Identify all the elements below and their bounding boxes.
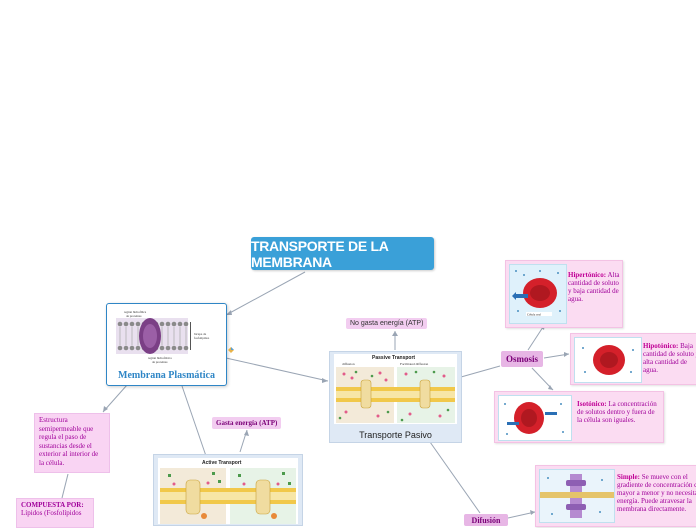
color-marker-icon [228,340,234,346]
root-topic[interactable]: TRANSPORTE DE LA MEMBRANA [251,237,434,270]
osmosis-label: Osmosis [506,354,538,364]
membrane-illustration: región hidrofílica de proteínas bicapa d… [114,308,222,364]
compuesta-text: Lípidos (Fosfolípidos [21,509,81,517]
difusion-node[interactable]: Difusión [464,514,508,526]
isotonic-cell-image [498,395,572,441]
transporte-pasivo-label: Transporte Pasivo [330,430,461,440]
transporte-activo-node[interactable]: Active Transport [153,454,303,526]
gasta-energia-tag[interactable]: Gasta energía (ATP) [212,417,281,429]
estructura-text: Estructura semipermeable que regula el p… [39,416,98,467]
passive-transport-illustration: Passive Transport diffusion Facilitated … [334,354,457,424]
gasta-energia-label: Gasta energía (ATP) [216,419,277,427]
isotonico-text-block: Isotónico: La concentración de solutos d… [577,400,661,424]
active-image-title: Active Transport [202,460,242,466]
active-transport-illustration: Active Transport [158,458,298,524]
root-title: TRANSPORTE DE LA MEMBRANA [251,238,434,270]
simple-node[interactable]: Simple: Se mueve con el gradiente de con… [535,465,696,527]
simple-term: Simple: [617,473,640,481]
hypertonic-cell-image: Célula real [509,264,567,324]
transporte-pasivo-node[interactable]: Passive Transport diffusion Facilitated … [329,351,462,443]
hipertonico-text-block: Hipertónico: Alta cantidad de soluto y b… [568,271,620,303]
difusion-label: Difusión [472,516,501,525]
hipertonico-node[interactable]: Célula real Hipertónico: Alta cantidad d… [505,260,623,328]
simple-text-block: Simple: Se mueve con el gradiente de con… [617,473,696,513]
compuesta-heading: COMPUESTA POR: [21,501,84,509]
membrana-label: Membrana Plasmática [107,370,226,381]
membrana-plasmatica-node[interactable]: región hidrofílica de proteínas bicapa d… [106,303,227,386]
membrane-caption-bottom2: de proteínas [152,360,168,364]
membrane-caption-side2: fosfolípidos [194,336,210,340]
passive-left-caption: diffusion [342,362,355,366]
no-gasta-energia-label: No gasta energía (ATP) [350,320,423,327]
osmosis-node[interactable]: Osmosis [501,351,543,367]
estructura-node[interactable]: Estructura semipermeable que regula el p… [34,413,110,473]
no-gasta-energia-tag[interactable]: No gasta energía (ATP) [346,318,427,329]
simple-diffusion-image [539,469,615,523]
passive-right-caption: Facilitated diffusion [400,362,428,366]
hypotonic-cell-image [574,337,642,383]
hipotonico-text-block: Hipotónico: Baja cantidad de soluto y al… [643,342,696,374]
isotonico-term: Isotónico: [577,400,607,408]
hipotonico-term: Hipotónico: [643,342,678,350]
isotonico-node[interactable]: Isotónico: La concentración de solutos d… [494,391,664,443]
hypertonic-image-caption: Célula real [527,313,541,317]
hipertonico-term: Hipertónico: [568,271,606,279]
hipotonico-node[interactable]: Hipotónico: Baja cantidad de soluto y al… [570,333,696,385]
membrane-caption-top2: de proteínas [126,314,142,318]
passive-image-title: Passive Transport [372,355,415,361]
compuesta-node[interactable]: COMPUESTA POR: Lípidos (Fosfolípidos [16,498,94,528]
